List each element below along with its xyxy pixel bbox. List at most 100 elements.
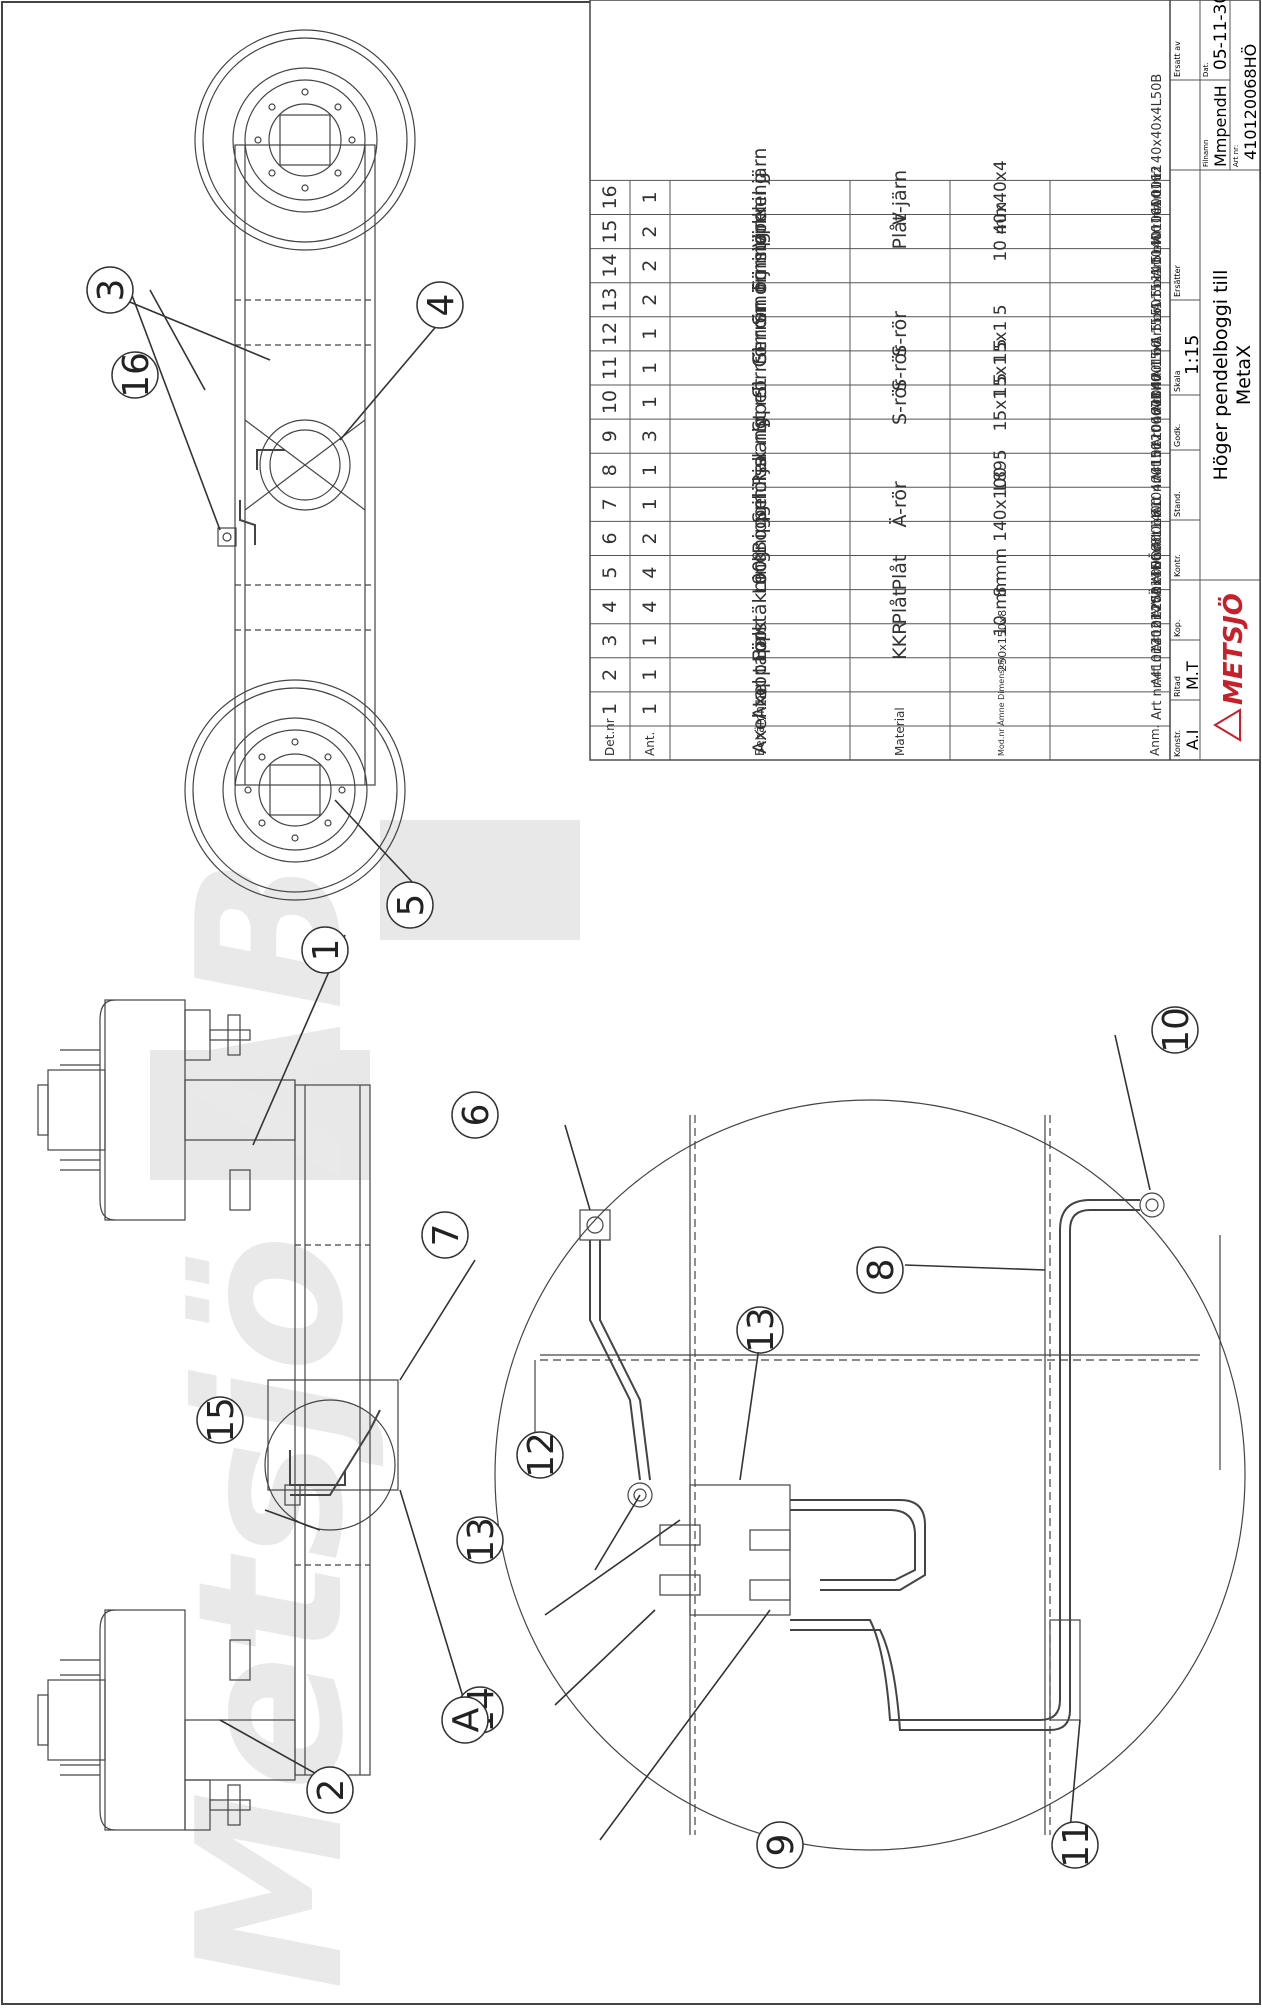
bom-cell-anm: Art nr:410120214VÄ [1149, 587, 1165, 720]
ersatt-av-label: Ersatt av [1173, 41, 1182, 77]
watermark-text: Metsjö AB [155, 858, 388, 1990]
balloon-6: 6 [451, 1091, 499, 1139]
bom-cell-detnr: 1 [599, 703, 621, 715]
bom-cell-material: V-järn [889, 170, 911, 225]
svg-text:16: 16 [116, 352, 157, 398]
bom-cell-ant: 1 [639, 191, 661, 203]
bom-cell-ant: 1 [639, 328, 661, 340]
bom-cell-material: Plåt [888, 589, 911, 625]
bom-cell-detnr: 5 [599, 567, 621, 579]
bom-cell-material: S-rör [889, 379, 911, 425]
stand-label: Stand. [1173, 491, 1182, 517]
svg-text:8: 8 [861, 1259, 902, 1282]
bom-header-dimension: Mod.nr Ämne Dimension [996, 657, 1006, 756]
artnr-value: 410120068HÖ [1241, 44, 1260, 160]
bom-cell-detnr: 6 [599, 532, 621, 544]
svg-text:3: 3 [91, 279, 132, 302]
bom-cell-ant: 1 [639, 635, 661, 647]
balloon-3: 3 [86, 266, 134, 314]
bom-cell-ant: 1 [639, 703, 661, 715]
balloon-2: 2 [306, 1766, 354, 1814]
svg-text:9: 9 [761, 1834, 802, 1857]
svg-text:13: 13 [741, 1307, 782, 1353]
svg-text:METSJÖ: METSJÖ [1216, 593, 1249, 705]
bom-cell-anm: Art nr: 15x1 5L140 [1150, 257, 1165, 379]
balloon-8: 8 [856, 1246, 904, 1294]
bom-cell-dimension: 8 mm [991, 548, 1011, 597]
bom-cell-anm: Art nr:0010 [1150, 543, 1165, 617]
godk-label: Godk. [1173, 424, 1182, 447]
bom-cell-dimension: 15x1 5 [991, 339, 1011, 398]
bom-cell-benamning: St rrör [749, 372, 771, 432]
bom-cell-dimension: 140x100 [991, 467, 1011, 542]
bom-cell-ant: 1 [639, 396, 661, 408]
bom-cell-ant: 3 [639, 430, 661, 442]
bom-cell-material: S-rör [889, 345, 911, 391]
svg-text:2: 2 [311, 1779, 352, 1802]
bom-cell-benamning: Vinkel järn [749, 148, 771, 248]
bom-cell-detnr: 3 [599, 635, 621, 647]
ritad-value: M.T [1183, 661, 1202, 690]
bom-cell-benamning: St rrör [749, 338, 771, 398]
detail-a [494, 1099, 1246, 1851]
kop-label: Kop. [1173, 620, 1182, 637]
bom-cell-benamning: Smörjslang [749, 417, 771, 523]
bom-cell-detnr: 14 [599, 254, 621, 278]
svg-text:10: 10 [1156, 1007, 1197, 1053]
bom-cell-ant: 2 [639, 226, 661, 238]
bom-header-benamning: Benämning [753, 688, 767, 756]
dat-value: 05-11-30 [1211, 0, 1231, 70]
drum-upper [37, 999, 251, 1221]
ritad-label: Ritad [1173, 676, 1182, 697]
watermark-block-1 [150, 1050, 370, 1180]
balloons: 1 2 3 4 5 6 7 8 9 10 11 12 13 13 14 15 1… [86, 266, 1199, 1869]
skala-value: 1:15 [1182, 335, 1203, 375]
wheel-hub-upper [194, 29, 416, 251]
bom-cell-ant: 4 [639, 601, 661, 613]
top-view [184, 29, 416, 901]
bom-cell-ant: 2 [639, 294, 661, 306]
bom-cell-benamning: St rrör [749, 304, 771, 364]
bom-cell-anm: Art nr: 15x1 5L50 [1150, 299, 1165, 413]
bom-cell-anm: Art nr:10400150 [1150, 442, 1165, 549]
dat-label: Dat. [1202, 62, 1210, 77]
bom-cell-benamning: Förstäkning [749, 551, 771, 662]
bom-cell-anm: Art nr: 10400162 [1150, 165, 1165, 277]
kontr-label: Kontr. [1173, 554, 1182, 577]
bom-cell-benamning: Rak nippel [749, 386, 771, 486]
detail-circle [494, 1099, 1246, 1851]
svg-text:A: A [446, 1707, 487, 1732]
bom-cell-anm: Art nr: 0011 [1150, 164, 1165, 242]
bom-cell-material: Plåt [888, 214, 911, 250]
bom-header-detnr: Det.nr [603, 718, 617, 756]
balloon-15: 15 [196, 1396, 244, 1444]
svg-text:6: 6 [456, 1104, 497, 1127]
bom-cell-ant: 2 [639, 532, 661, 544]
balloon-7: 7 [421, 1211, 469, 1259]
balloon-A: A [441, 1696, 489, 1744]
bom-cell-dimension: L895 [991, 449, 1011, 491]
balloon-1: 1 [301, 926, 349, 974]
bom-cell-dimension: 250x150x8 [996, 610, 1009, 672]
bom-cell-dimension: 10 mm [991, 201, 1011, 261]
bom-cell-detnr: 8 [599, 464, 621, 476]
bom-cell-ant: 1 [639, 669, 661, 681]
bom-cell-material: Plåt [888, 555, 911, 591]
balloon-16: 16 [111, 351, 159, 399]
svg-text:5: 5 [391, 894, 432, 917]
drawing-title-line2: MetaX [1233, 345, 1255, 405]
bom-cell-anm: Art nr: 40x40x4L50B [1150, 74, 1165, 209]
bom-cell-material: S-rör [889, 311, 911, 357]
bom-cell-anm: Art nr:0016 [1150, 509, 1165, 583]
bom-cell-anm: Art nr: 10400161 [1150, 199, 1165, 311]
bom-cell-ant: 1 [639, 362, 661, 374]
bom-cell-detnr: 11 [599, 356, 621, 380]
svg-text:13: 13 [461, 1517, 502, 1563]
bom-cell-detnr: 12 [599, 322, 621, 346]
side-view [37, 999, 399, 1831]
bom-cell-benamning: Genom örning [749, 232, 771, 367]
bom-cell-material: KKR [889, 622, 911, 660]
bom-cell-dimension: 10 mm [991, 577, 1011, 637]
